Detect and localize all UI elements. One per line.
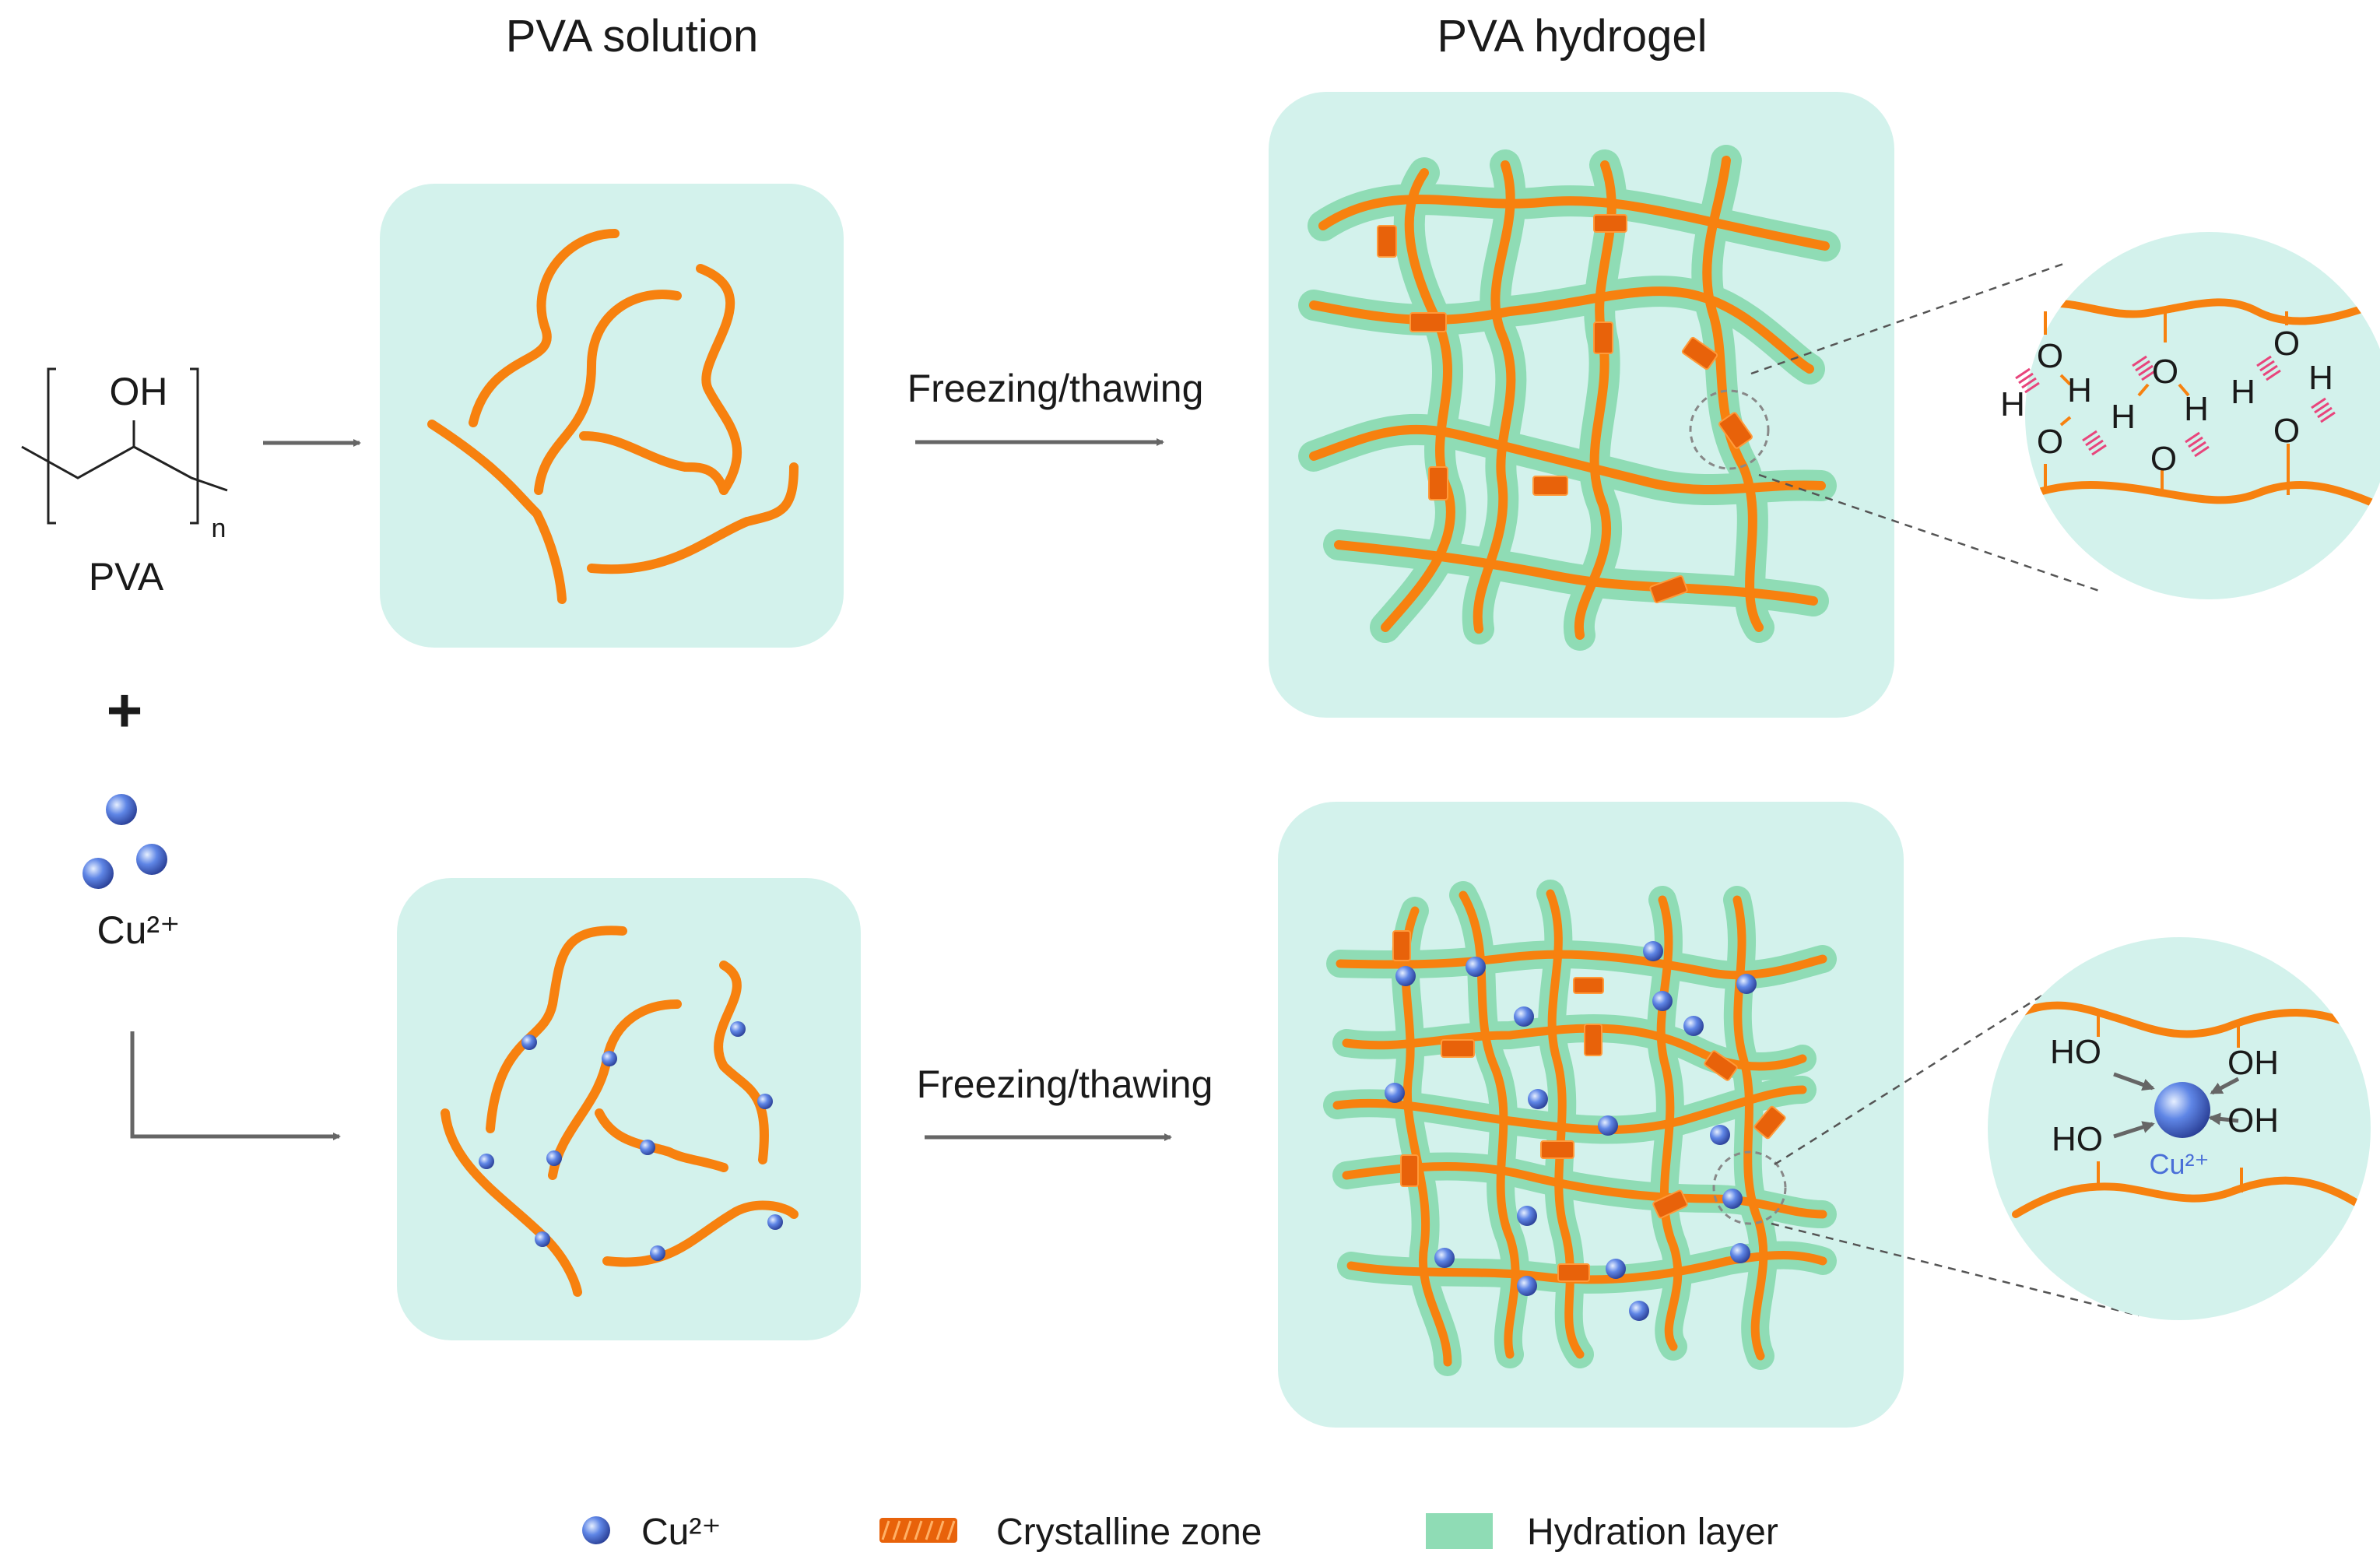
- hydrogel-panel-top: [1269, 92, 1894, 718]
- cu-ions-hydrogel: [1385, 941, 1757, 1321]
- hb-o-4: O: [2150, 440, 2177, 478]
- pva-structure: [21, 367, 228, 525]
- coord-ho-1: HO: [2050, 1033, 2101, 1071]
- zoom-focus-top: [1689, 389, 1770, 470]
- solution-panel-top: [380, 184, 844, 648]
- legend-crystalline-icon: [879, 1518, 957, 1543]
- coord-oh-1: OH: [2227, 1044, 2279, 1082]
- solution-panel-bottom: [397, 878, 861, 1340]
- zoom-connectors: [1750, 262, 2140, 1317]
- oh-label: OH: [110, 370, 168, 413]
- repeat-n-label: n: [212, 514, 226, 543]
- hb-h-4: H: [2184, 390, 2209, 428]
- hb-h-1: H: [2067, 371, 2092, 409]
- hb-h-2: H: [2000, 385, 2025, 423]
- hydrogel-panel-bottom: [1278, 802, 1904, 1428]
- freeze-thaw-label-bottom: Freezing/thawing: [917, 1062, 1213, 1106]
- coord-oh-2: OH: [2227, 1101, 2279, 1140]
- hb-h-5: H: [2308, 359, 2333, 397]
- crystalline-zones-bottom: [1392, 930, 1786, 1282]
- legend-cu-label: Cu²⁺: [641, 1512, 721, 1553]
- arrow-cu-to-solution: [130, 1031, 341, 1140]
- zoom-focus-bottom: [1712, 1150, 1787, 1225]
- legend-crystalline-label: Crystalline zone: [996, 1512, 1262, 1553]
- hb-o-2: O: [2037, 423, 2063, 461]
- cu-ion-center: [2154, 1082, 2210, 1138]
- freeze-thaw-label-top: Freezing/thawing: [907, 367, 1204, 410]
- coord-ho-2: HO: [2052, 1120, 2103, 1158]
- arrows: [130, 438, 1172, 1141]
- legend-cu-icon: [582, 1516, 610, 1544]
- hb-h-6: H: [2231, 373, 2255, 411]
- hb-h-3: H: [2111, 398, 2136, 436]
- title-pva-solution: PVA solution: [506, 11, 759, 61]
- legend-hydration-label: Hydration layer: [1527, 1512, 1778, 1553]
- hb-o-1: O: [2037, 337, 2063, 375]
- zoom-coordination: HO OH HO OH Cu²⁺: [1988, 937, 2371, 1320]
- hb-o-3: O: [2152, 353, 2178, 391]
- hb-o-6: O: [2273, 412, 2300, 450]
- legend: Cu²⁺ Crystalline zone Hydration layer: [582, 1512, 1778, 1553]
- pva-label: PVA: [89, 555, 164, 599]
- coord-cu-label: Cu²⁺: [2149, 1148, 2209, 1180]
- title-pva-hydrogel: PVA hydrogel: [1437, 11, 1707, 61]
- zoom-hbond: O H H O O H H O O H H O: [2000, 232, 2380, 599]
- hb-o-5: O: [2273, 325, 2300, 363]
- cu-ion-label: Cu²⁺: [97, 908, 181, 952]
- plus-sign: +: [107, 676, 143, 745]
- legend-hydration-icon: [1426, 1513, 1493, 1549]
- cu-ion-cluster: [82, 794, 167, 889]
- crystalline-zones-top: [1377, 214, 1753, 604]
